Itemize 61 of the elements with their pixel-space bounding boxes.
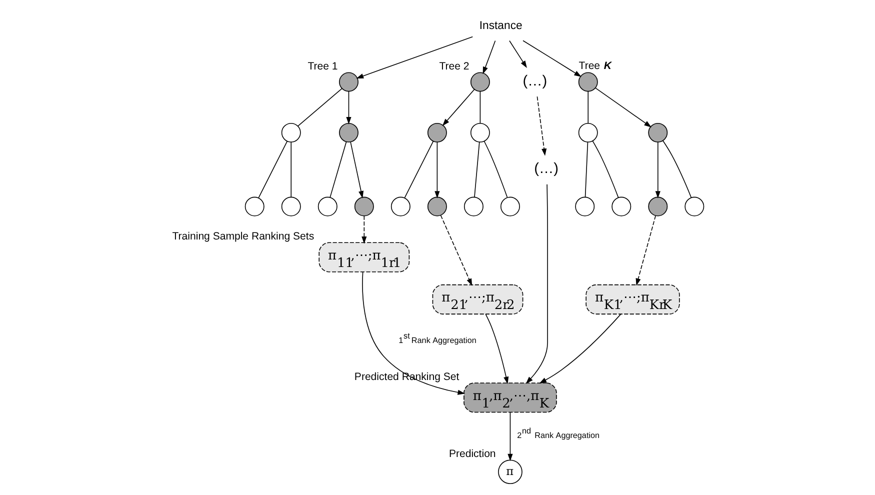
arrow xyxy=(508,40,526,68)
node-circle xyxy=(648,122,668,142)
arrow xyxy=(350,142,364,198)
node-text: Instance xyxy=(478,20,522,32)
node-circle xyxy=(463,196,483,216)
connector xyxy=(297,88,342,126)
node-circle xyxy=(280,196,300,216)
node-circle xyxy=(470,72,490,92)
arrow xyxy=(356,36,473,78)
node-circle xyxy=(317,196,337,216)
arrow xyxy=(594,88,651,128)
node-label: Training Sample Ranking Sets xyxy=(172,230,314,243)
node-circle xyxy=(354,196,374,216)
connector xyxy=(329,141,346,198)
node-circle xyxy=(280,122,300,142)
arrow xyxy=(484,314,508,384)
node-circle xyxy=(648,196,668,216)
arrow xyxy=(635,215,656,286)
node-label: Prediction xyxy=(448,448,496,460)
connector xyxy=(290,142,292,198)
node-circle xyxy=(338,72,358,92)
connector xyxy=(584,142,588,198)
arrow xyxy=(361,215,366,244)
connector xyxy=(474,142,480,198)
node-circle xyxy=(470,122,490,142)
arrow xyxy=(442,89,474,126)
arrow xyxy=(525,184,548,384)
node-circle: π xyxy=(498,460,522,484)
connector xyxy=(662,140,692,198)
node-circle xyxy=(390,196,410,216)
node-circle xyxy=(426,196,446,216)
connector xyxy=(258,140,288,198)
connector xyxy=(592,140,618,198)
connector xyxy=(479,90,480,124)
arrow xyxy=(346,90,351,124)
node-circle xyxy=(578,72,598,92)
arrow xyxy=(654,142,660,198)
node-circle xyxy=(426,122,446,142)
node-circle xyxy=(338,122,358,142)
arrow xyxy=(522,40,581,77)
arrow xyxy=(507,412,512,462)
node-label: Tree 1 xyxy=(307,60,338,73)
node-circle xyxy=(578,122,598,142)
arrow xyxy=(362,272,465,395)
node-circle xyxy=(684,196,704,216)
node-text: (…) xyxy=(534,161,558,178)
node-text: (…) xyxy=(522,74,547,90)
node-circle xyxy=(244,196,264,216)
connector xyxy=(483,140,508,198)
arrow xyxy=(482,40,496,74)
node-label: Tree 2 xyxy=(438,60,469,73)
arrow xyxy=(434,142,440,198)
arrow xyxy=(536,96,546,156)
connector xyxy=(404,140,434,198)
node-circle xyxy=(500,196,520,216)
node-label: Tree K xyxy=(578,60,612,72)
connector xyxy=(587,90,588,124)
node-circle xyxy=(574,196,594,216)
arrow xyxy=(440,215,472,286)
node-circle xyxy=(611,196,631,216)
arrow xyxy=(538,314,621,384)
